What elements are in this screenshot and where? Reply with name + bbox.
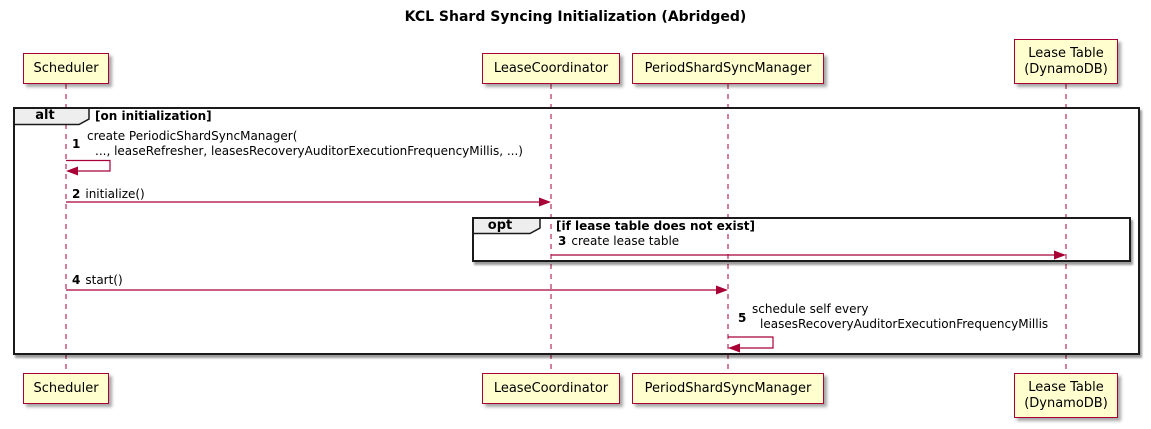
diagram-title: KCL Shard Syncing Initialization (Abridg… (404, 9, 747, 25)
participant-label: PeriodShardSyncManager (644, 60, 812, 76)
participant-label: Lease Table (1028, 45, 1104, 61)
participant-scheduler-top: Scheduler (23, 53, 109, 84)
participant-label: LeaseCoordinator (493, 60, 609, 76)
alt-frame (13, 107, 1140, 355)
message-2: 2 initialize() (72, 187, 145, 202)
participant-lease-table-top: Lease Table (DynamoDB) (1014, 39, 1118, 84)
message-2-text: initialize() (85, 187, 145, 201)
participant-lease-table-bottom: Lease Table (DynamoDB) (1014, 373, 1118, 418)
participant-label: (DynamoDB) (1024, 395, 1108, 411)
message-1-text-line-1: create PeriodicShardSyncManager( (87, 129, 298, 143)
message-5-text-line-2: leasesRecoveryAuditorExecutionFrequencyM… (760, 317, 1049, 331)
participant-period-shard-sync-manager-bottom: PeriodShardSyncManager (632, 373, 824, 404)
message-1-number: 1 (72, 137, 81, 151)
opt-operator-label: opt (487, 217, 513, 233)
message-3: 3 create lease table (558, 234, 679, 249)
participant-label: Scheduler (33, 60, 99, 76)
message-5-number: 5 (738, 311, 747, 325)
participant-label: Scheduler (33, 380, 99, 396)
message-4-number: 4 (72, 273, 81, 287)
participant-label: Lease Table (1028, 379, 1104, 395)
message-1-text-line-2: ..., leaseRefresher, leasesRecoveryAudit… (95, 144, 523, 158)
participant-label: PeriodShardSyncManager (644, 380, 812, 396)
participant-scheduler-bottom: Scheduler (23, 373, 109, 404)
alt-condition: [on initialization] (95, 109, 212, 123)
message-4-text: start() (85, 273, 123, 287)
opt-frame (472, 217, 1131, 262)
message-4: 4 start() (72, 273, 123, 288)
participant-period-shard-sync-manager-top: PeriodShardSyncManager (632, 53, 824, 84)
message-3-text: create lease table (571, 234, 680, 248)
participant-label: LeaseCoordinator (493, 380, 609, 396)
message-2-number: 2 (72, 187, 81, 201)
message-5-text-line-1: schedule self every (752, 302, 869, 316)
message-1: 1 create PeriodicShardSyncManager( ..., … (72, 129, 523, 159)
alt-operator-label: alt (35, 108, 55, 123)
message-3-number: 3 (558, 234, 567, 248)
participant-lease-coordinator-top: LeaseCoordinator (482, 53, 620, 84)
participant-label: (DynamoDB) (1024, 61, 1108, 77)
opt-condition: [if lease table does not exist] (556, 219, 756, 233)
participant-lease-coordinator-bottom: LeaseCoordinator (482, 373, 620, 404)
message-5: 5 schedule self every leasesRecoveryAudi… (738, 302, 1048, 332)
